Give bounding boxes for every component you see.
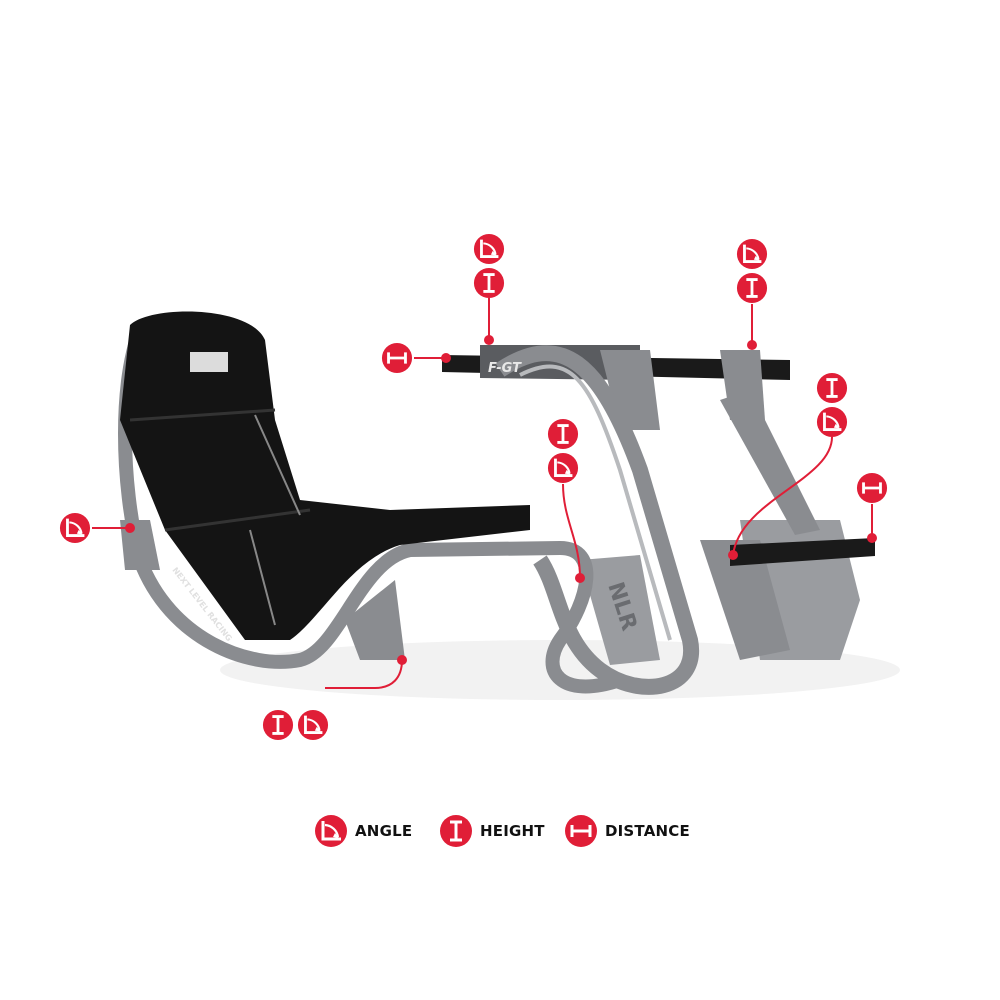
distance-icon	[381, 342, 413, 374]
legend-height: HEIGHT	[439, 814, 545, 848]
angle-icon	[473, 233, 505, 265]
seat-bracket	[345, 580, 405, 660]
height-icon	[473, 267, 505, 299]
height-icon	[547, 418, 579, 450]
distance-icon	[856, 472, 888, 504]
legend-label: ANGLE	[355, 822, 413, 840]
angle-icon	[816, 406, 848, 438]
angle-icon	[736, 238, 768, 270]
legend-label: HEIGHT	[480, 822, 545, 840]
legend-angle: ANGLE	[314, 814, 412, 848]
height-icon	[816, 372, 848, 404]
height-icon	[262, 709, 294, 741]
pedal-assembly	[700, 390, 875, 660]
product-marking-fgt: F-GT	[488, 361, 522, 376]
main-frame-tube	[118, 327, 623, 694]
angle-icon	[547, 452, 579, 484]
seat	[120, 311, 530, 640]
legend-label: DISTANCE	[605, 822, 690, 840]
callout-lines	[92, 298, 873, 689]
height-icon	[736, 272, 768, 304]
callout-dots	[125, 335, 877, 665]
angle-icon	[297, 709, 329, 741]
height-icon	[439, 814, 473, 848]
side-plate	[580, 555, 660, 665]
angle-icon	[59, 512, 91, 544]
distance-icon	[564, 814, 598, 848]
angle-icon	[314, 814, 348, 848]
legend-distance: DISTANCE	[564, 814, 690, 848]
